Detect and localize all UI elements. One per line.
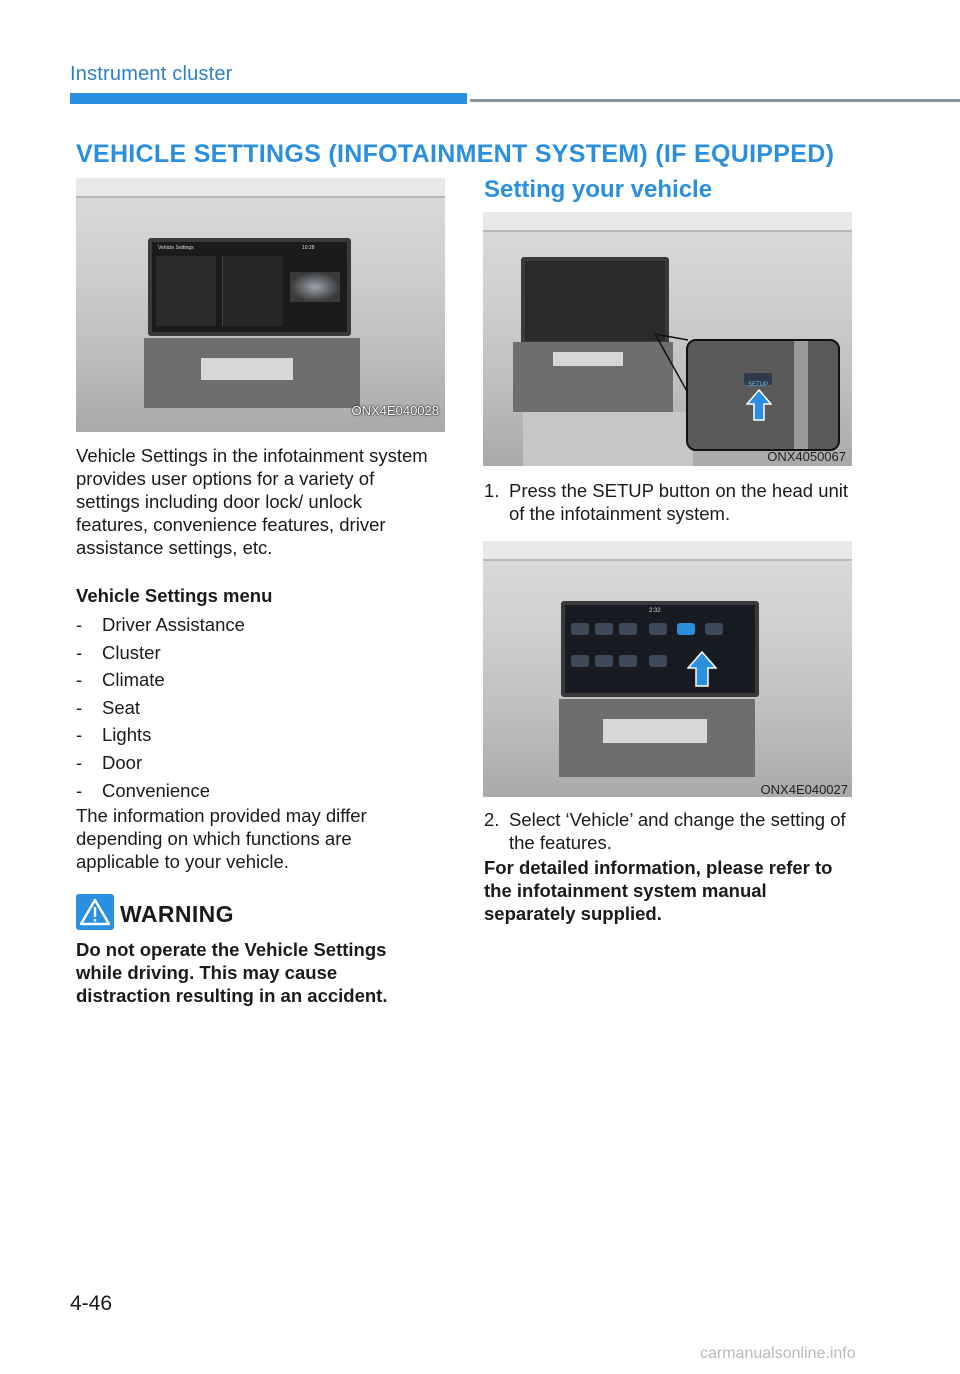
- warning-icon: [76, 894, 114, 930]
- image-caption: ONX4E040028: [351, 403, 439, 418]
- step-1: 1. Press the SETUP button on the head un…: [484, 480, 849, 524]
- list-item: -Climate: [76, 669, 165, 691]
- list-item: -Driver Assistance: [76, 614, 245, 635]
- detail-note: For detailed information, please refer t…: [484, 857, 833, 924]
- home-screen: 2:32: [561, 601, 759, 697]
- warning-label: WARNING: [120, 901, 234, 927]
- setup-zoom-callout: SETUP: [686, 339, 840, 451]
- intro-paragraph: Vehicle Settings in the infotainment sys…: [76, 445, 428, 558]
- screen-clock: 10:28: [302, 245, 315, 251]
- header-rule: [470, 99, 960, 102]
- arrow-up-icon: [687, 651, 717, 687]
- image-caption: ONX4E040027: [760, 782, 848, 797]
- list-item: -Door: [76, 751, 143, 773]
- header-rule-accent: [70, 93, 467, 104]
- settings-menu-list: -Driver Assistance -Cluster -Climate -Se…: [76, 611, 245, 804]
- section-title: VEHICLE SETTINGS (INFOTAINMENT SYSTEM) (…: [76, 140, 835, 168]
- setup-label: SETUP: [747, 382, 768, 388]
- step-2: 2. Select ‘Vehicle’ and change the setti…: [484, 809, 846, 853]
- menu-heading: Vehicle Settings menu: [76, 585, 273, 606]
- list-item: -Seat: [76, 696, 141, 718]
- running-header: Instrument cluster: [70, 63, 233, 85]
- subsection-title: Setting your vehicle: [484, 176, 713, 203]
- setup-button[interactable]: SETUP: [744, 373, 772, 388]
- arrow-up-icon: [746, 389, 772, 421]
- vehicle-menu-photo: 2:32 ONX4E040027: [483, 541, 852, 797]
- list-item: -Convenience: [76, 779, 210, 801]
- watermark: carmanualsonline.info: [700, 1345, 856, 1362]
- setup-button-photo: SETUP ONX4050067: [483, 212, 852, 466]
- note-paragraph: The information provided may differ depe…: [76, 805, 367, 872]
- list-item: -Lights: [76, 724, 152, 746]
- infotainment-screen: Vehicle Settings 10:28: [148, 238, 351, 336]
- warning-text: Do not operate the Vehicle Settings whil…: [76, 939, 388, 1006]
- vehicle-settings-photo: Vehicle Settings 10:28 ONX4E040028: [76, 178, 445, 432]
- image-caption: ONX4050067: [767, 449, 846, 464]
- screen-title: Vehicle Settings: [158, 245, 194, 251]
- list-item: -Cluster: [76, 641, 161, 663]
- page-number: 4-46: [70, 1292, 113, 1315]
